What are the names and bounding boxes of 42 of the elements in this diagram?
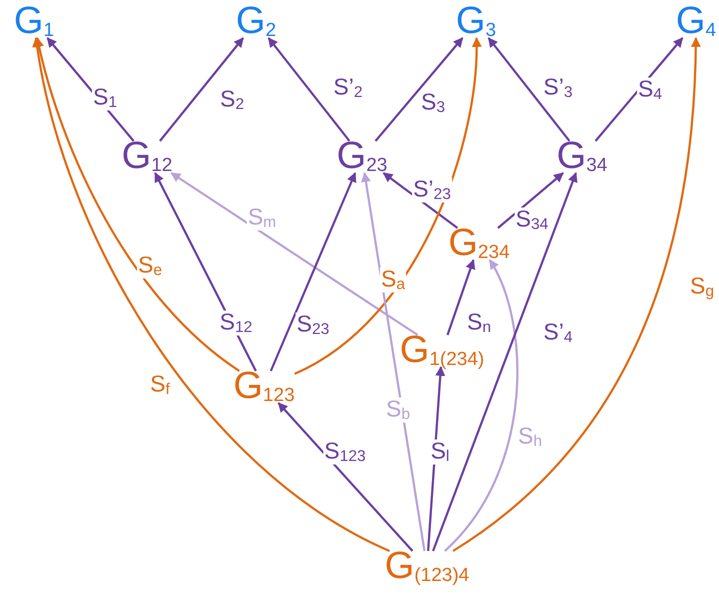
edge-label: S$_{12}$ [218,310,254,336]
arrow [432,172,578,552]
edge-label: S’$_{3}$ [542,76,574,100]
edge-label: S’$_{23}$ [412,178,452,202]
edge-label: S$_{1}$ [92,86,118,110]
arrow [446,259,476,336]
edge-label: S$_{e}$ [136,254,164,278]
arrow [488,37,570,142]
node-label: G$_{2}$ [234,1,278,41]
arrow [594,37,684,142]
edge-label: S$_{b}$ [384,398,412,422]
edge-label: S$_{m}$ [246,206,278,230]
edge-label: S$_{123}$ [323,440,367,464]
arrow [34,37,240,372]
node-label: G$_{123}$ [231,366,297,406]
arrow [278,402,414,552]
edge-label: S$_{a}$ [380,268,406,292]
node-label: G$_{23}$ [334,136,390,176]
arrow [32,37,390,552]
node-label: G$_{34}$ [554,136,610,176]
edge-label: S$_{34}$ [514,208,550,232]
edge-label: S$_{g}$ [688,274,716,300]
arrow [374,37,464,142]
node-label: G$_{234}$ [446,223,512,263]
node-label: G$_{4}$ [674,1,718,41]
arrow [268,37,350,142]
arrow [270,172,356,372]
arrow [170,172,418,336]
edge-label: S$_{l}$ [430,440,450,464]
edge-label: S$_{3}$ [420,90,446,116]
arrow [361,172,426,552]
arrow [382,172,458,229]
arrow [444,259,518,552]
node-label: G$_{3}$ [454,1,498,41]
arrow [497,172,564,229]
arrow [452,37,701,552]
node-label: G$_{(123)4}$ [382,546,472,586]
node-label: G$_{1}$ [12,1,56,41]
edge-label: S$_{23}$ [296,312,330,338]
arrow [159,37,244,142]
arrow [294,37,482,375]
node-label: G$_{12}$ [120,136,174,176]
